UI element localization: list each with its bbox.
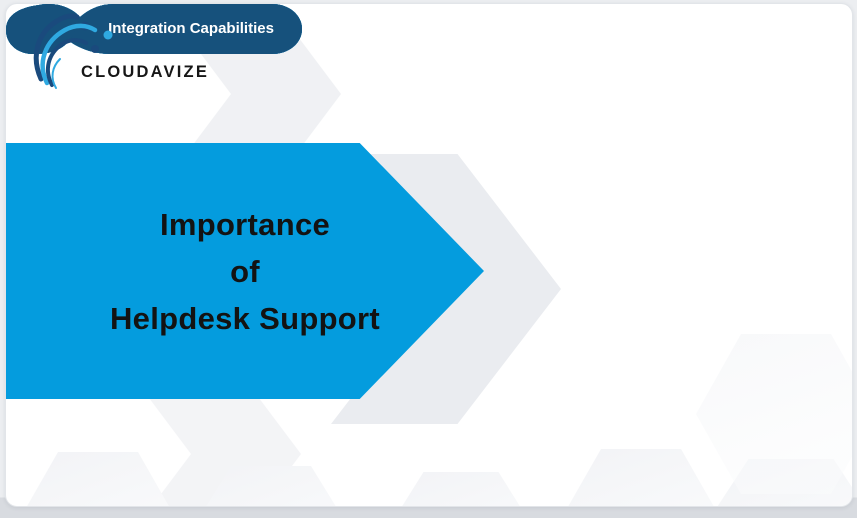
background-hexagon bbox=[696, 334, 852, 494]
background-hexagon bbox=[386, 472, 536, 506]
page-title-line: Importance bbox=[159, 206, 331, 242]
benefit-label: Integration Capabilities bbox=[108, 19, 274, 37]
logo-node-dot bbox=[103, 30, 113, 40]
cloudavize-logo: CLOUDAVIZE bbox=[29, 11, 239, 93]
logo-arc-outer bbox=[33, 13, 80, 82]
page-title-line: of bbox=[230, 253, 260, 289]
background-hexagon bbox=[561, 449, 721, 506]
logo-node-dot bbox=[91, 45, 99, 53]
logo-text: CLOUDAVIZE bbox=[81, 63, 209, 81]
infographic-card: CLOUDAVIZE Importance of Helpdesk Suppor… bbox=[5, 3, 853, 507]
logo-arc-middle bbox=[40, 23, 98, 86]
page-title-line: Helpdesk Support bbox=[109, 300, 381, 336]
background-hexagon bbox=[18, 452, 178, 506]
logo-arc-thin bbox=[51, 58, 61, 89]
benefit-item-integration-capabilities: Integration Capabilities bbox=[6, 4, 302, 54]
logo-arc-inner bbox=[45, 38, 88, 87]
pill-shape bbox=[64, 4, 302, 54]
logo-swoosh-icon: CLOUDAVIZE bbox=[33, 13, 209, 89]
